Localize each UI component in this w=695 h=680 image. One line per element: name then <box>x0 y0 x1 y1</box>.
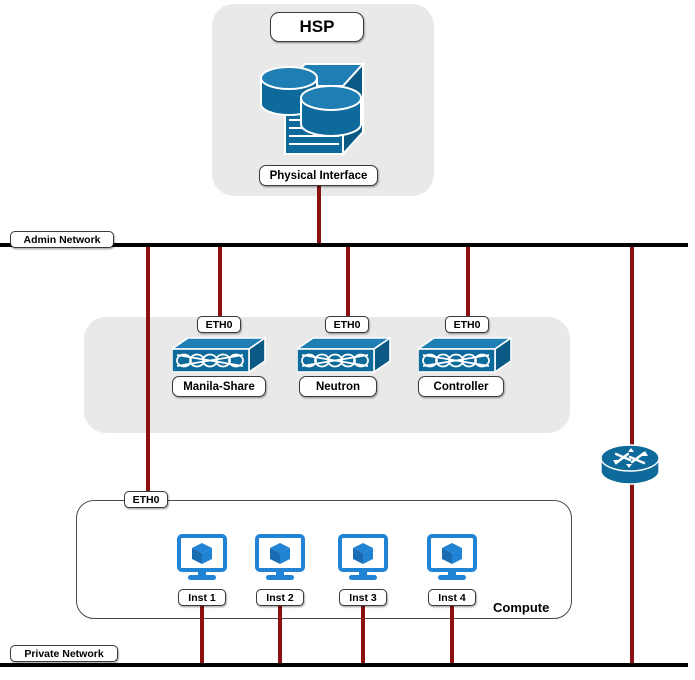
services-panel <box>84 317 570 433</box>
admin-network-bus <box>0 243 688 247</box>
storage-server-icon <box>257 50 371 160</box>
neutron-label: Neutron <box>299 376 377 397</box>
instance-monitor-icon <box>177 534 227 582</box>
physical-interface-label: Physical Interface <box>259 165 378 186</box>
private-network-label: Private Network <box>10 645 118 662</box>
link-hsp-to-admin <box>317 185 321 246</box>
instance-monitor-icon <box>427 534 477 582</box>
compute-label: Compute <box>493 600 550 615</box>
link-admin-to-controller <box>466 245 470 323</box>
link-inst-4-to-private <box>450 606 454 663</box>
router-icon <box>600 444 660 486</box>
compute-box <box>76 500 572 619</box>
inst-4-label: Inst 4 <box>428 589 476 606</box>
link-inst-2-to-private <box>278 606 282 663</box>
switch-icon <box>297 337 391 375</box>
admin-network-label: Admin Network <box>10 231 114 248</box>
controller-label: Controller <box>418 376 504 397</box>
instance-monitor-icon <box>255 534 305 582</box>
inst-2-label: Inst 2 <box>256 589 304 606</box>
neutron-nic-label: ETH0 <box>325 316 369 333</box>
switch-icon <box>172 337 266 375</box>
manila-share-label: Manila-Share <box>172 376 266 397</box>
inst-1-label: Inst 1 <box>178 589 226 606</box>
hsp-title-label: HSP <box>270 12 364 42</box>
link-admin-to-manila-share <box>218 245 222 323</box>
controller-nic-label: ETH0 <box>445 316 489 333</box>
switch-icon <box>418 337 512 375</box>
instance-monitor-icon <box>338 534 388 582</box>
compute-nic-label: ETH0 <box>124 491 168 508</box>
inst-3-label: Inst 3 <box>339 589 387 606</box>
link-inst-3-to-private <box>361 606 365 663</box>
manila-share-nic-label: ETH0 <box>197 316 241 333</box>
link-inst-1-to-private <box>200 606 204 663</box>
private-network-bus <box>0 663 688 667</box>
link-admin-to-neutron <box>346 245 350 323</box>
link-admin-to-compute <box>146 245 150 497</box>
